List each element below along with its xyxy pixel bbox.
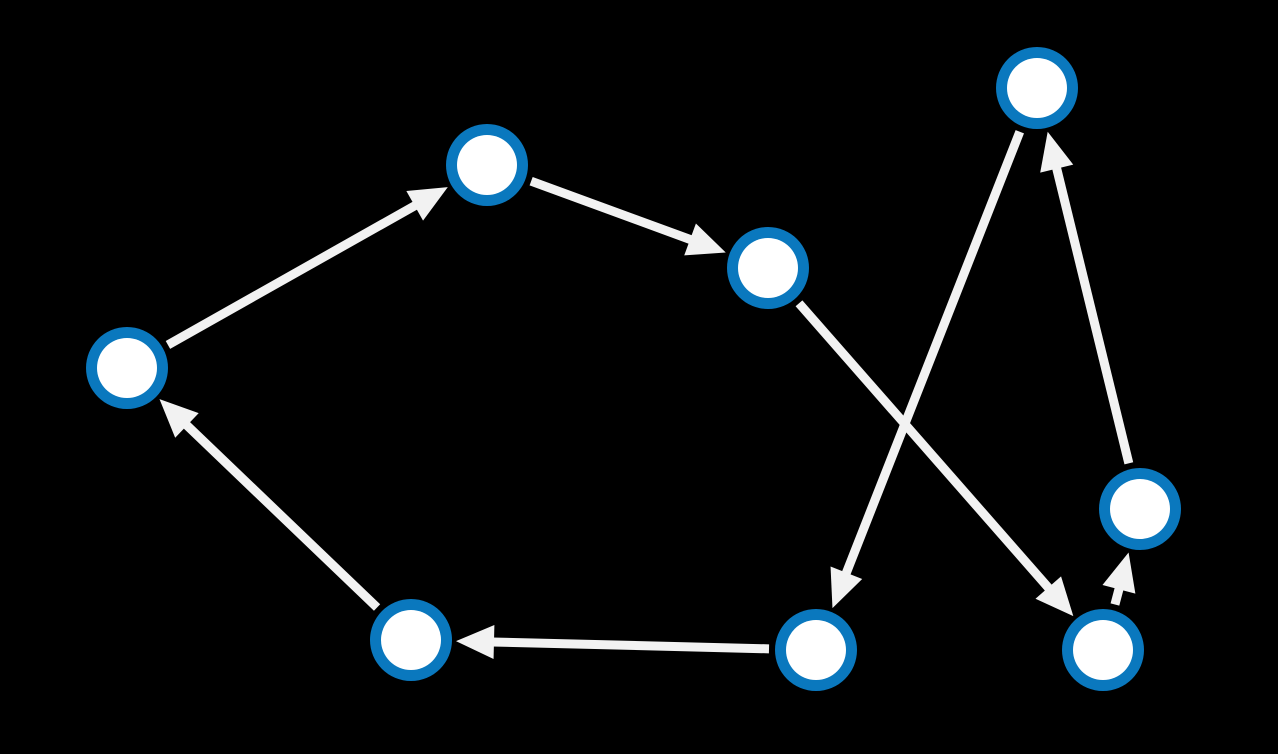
arrowhead-icon-n5-to-n4 xyxy=(1040,131,1074,173)
node-core xyxy=(738,238,798,298)
graph-node-n3[interactable] xyxy=(727,227,809,309)
edge-layer xyxy=(159,130,1136,660)
arrowhead-icon-n3-to-n6 xyxy=(1035,576,1074,617)
node-core xyxy=(97,338,157,398)
graph-node-n6[interactable] xyxy=(1062,609,1144,691)
node-core xyxy=(457,135,517,195)
node-core xyxy=(1073,620,1133,680)
graph-node-n1[interactable] xyxy=(86,327,168,409)
arrowhead-icon-n4-to-n7 xyxy=(830,566,863,609)
graph-node-n5[interactable] xyxy=(1099,468,1181,550)
graph-edge-n1-to-n2 xyxy=(165,200,419,349)
graph-edge-n4-to-n7 xyxy=(841,130,1024,577)
graph-edge-n3-to-n6 xyxy=(795,300,1053,593)
arrowhead-icon-n7-to-n8 xyxy=(455,625,495,660)
arrowhead-icon-n2-to-n3 xyxy=(684,223,726,256)
graph-edge-n2-to-n3 xyxy=(529,176,694,245)
graph-edge-n8-to-n1 xyxy=(182,420,381,611)
node-core xyxy=(381,610,441,670)
graph-edge-n5-to-n4 xyxy=(1051,165,1134,465)
node-core xyxy=(786,620,846,680)
arrowhead-icon-n1-to-n2 xyxy=(406,187,448,221)
graph-node-n2[interactable] xyxy=(446,124,528,206)
graph-node-n7[interactable] xyxy=(775,609,857,691)
arrowhead-icon-n6-to-n5 xyxy=(1102,552,1136,594)
graph-edge-n7-to-n8 xyxy=(491,637,770,654)
node-layer xyxy=(86,47,1181,691)
graph-node-n8[interactable] xyxy=(370,599,452,681)
node-core xyxy=(1110,479,1170,539)
arrowhead-icon-n8-to-n1 xyxy=(159,399,199,438)
graph-edge-n6-to-n5 xyxy=(1110,586,1124,606)
graph-node-n4[interactable] xyxy=(996,47,1078,129)
node-core xyxy=(1007,58,1067,118)
